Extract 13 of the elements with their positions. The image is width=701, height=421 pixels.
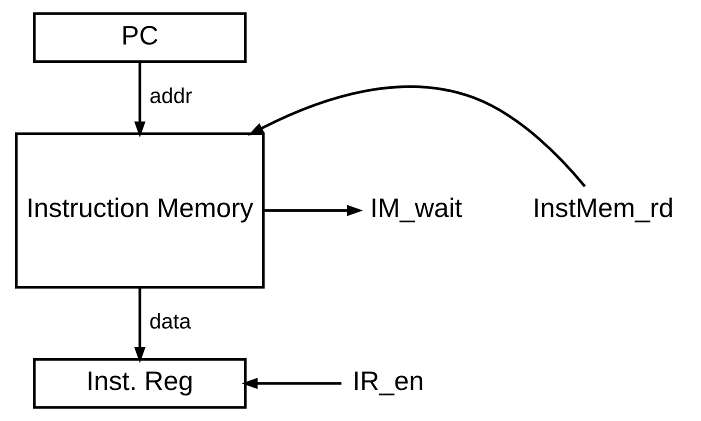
node-box: PC bbox=[33, 12, 247, 63]
arrow bbox=[134, 62, 146, 138]
arrow bbox=[263, 204, 363, 216]
arrow bbox=[134, 288, 146, 364]
node-box: Inst. Reg bbox=[33, 358, 247, 409]
arrow bbox=[242, 378, 342, 390]
edge-label: addr bbox=[149, 84, 192, 108]
node-text: IR_en bbox=[352, 366, 424, 396]
node-text: IM_wait bbox=[370, 193, 462, 224]
node-box: Instruction Memory bbox=[15, 132, 265, 289]
node-text: InstMem_rd bbox=[532, 193, 674, 224]
arrow bbox=[248, 85, 586, 188]
edge-label: data bbox=[149, 309, 191, 334]
